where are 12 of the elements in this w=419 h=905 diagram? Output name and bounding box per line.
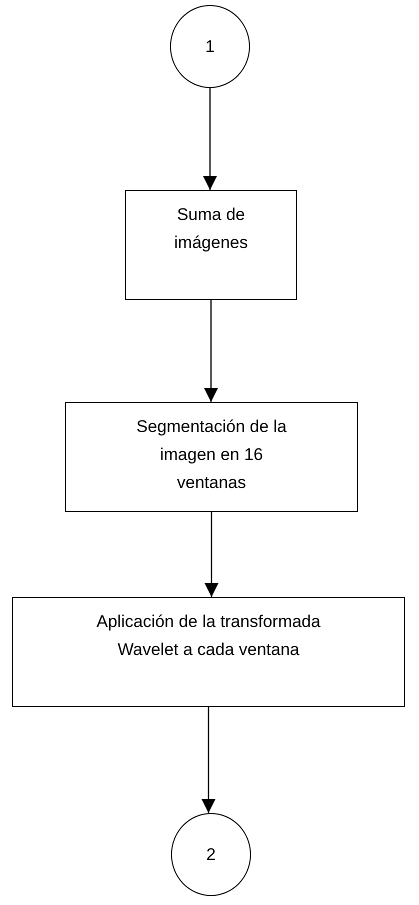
connector-number: 2 [206,844,216,866]
process-box [12,597,405,707]
process-box [125,190,297,300]
connector-number: 1 [205,36,215,58]
step-text: Segmentación de la imagen en 16 ventanas [135,416,288,494]
step-text: Suma de imágenes [173,204,249,254]
arrow [204,512,218,597]
arrow [202,707,216,813]
step-text: Aplicación de la transformada Wavelet a cada ventana [96,611,322,661]
arrow [204,300,218,402]
process-box [65,402,358,512]
arrow [203,88,217,190]
